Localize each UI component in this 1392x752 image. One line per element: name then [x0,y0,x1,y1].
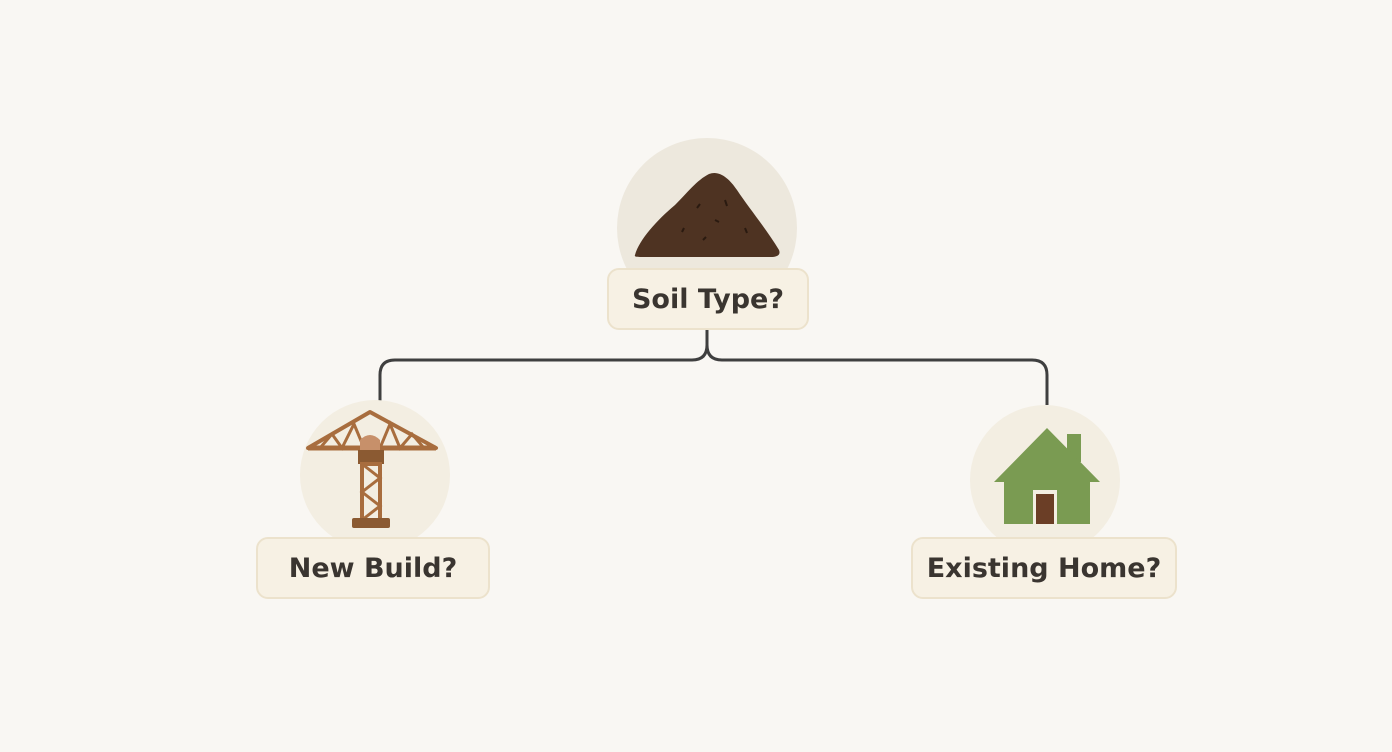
right-node-label: Existing Home? [911,537,1177,599]
connector-root-to-left [378,330,709,405]
construction-crane-icon [306,410,438,528]
root-node-label: Soil Type? [607,268,809,330]
left-node-label: New Build? [256,537,490,599]
soil-pile-icon [634,172,780,257]
house-icon [994,428,1100,524]
connector-root-to-right [705,330,1049,405]
